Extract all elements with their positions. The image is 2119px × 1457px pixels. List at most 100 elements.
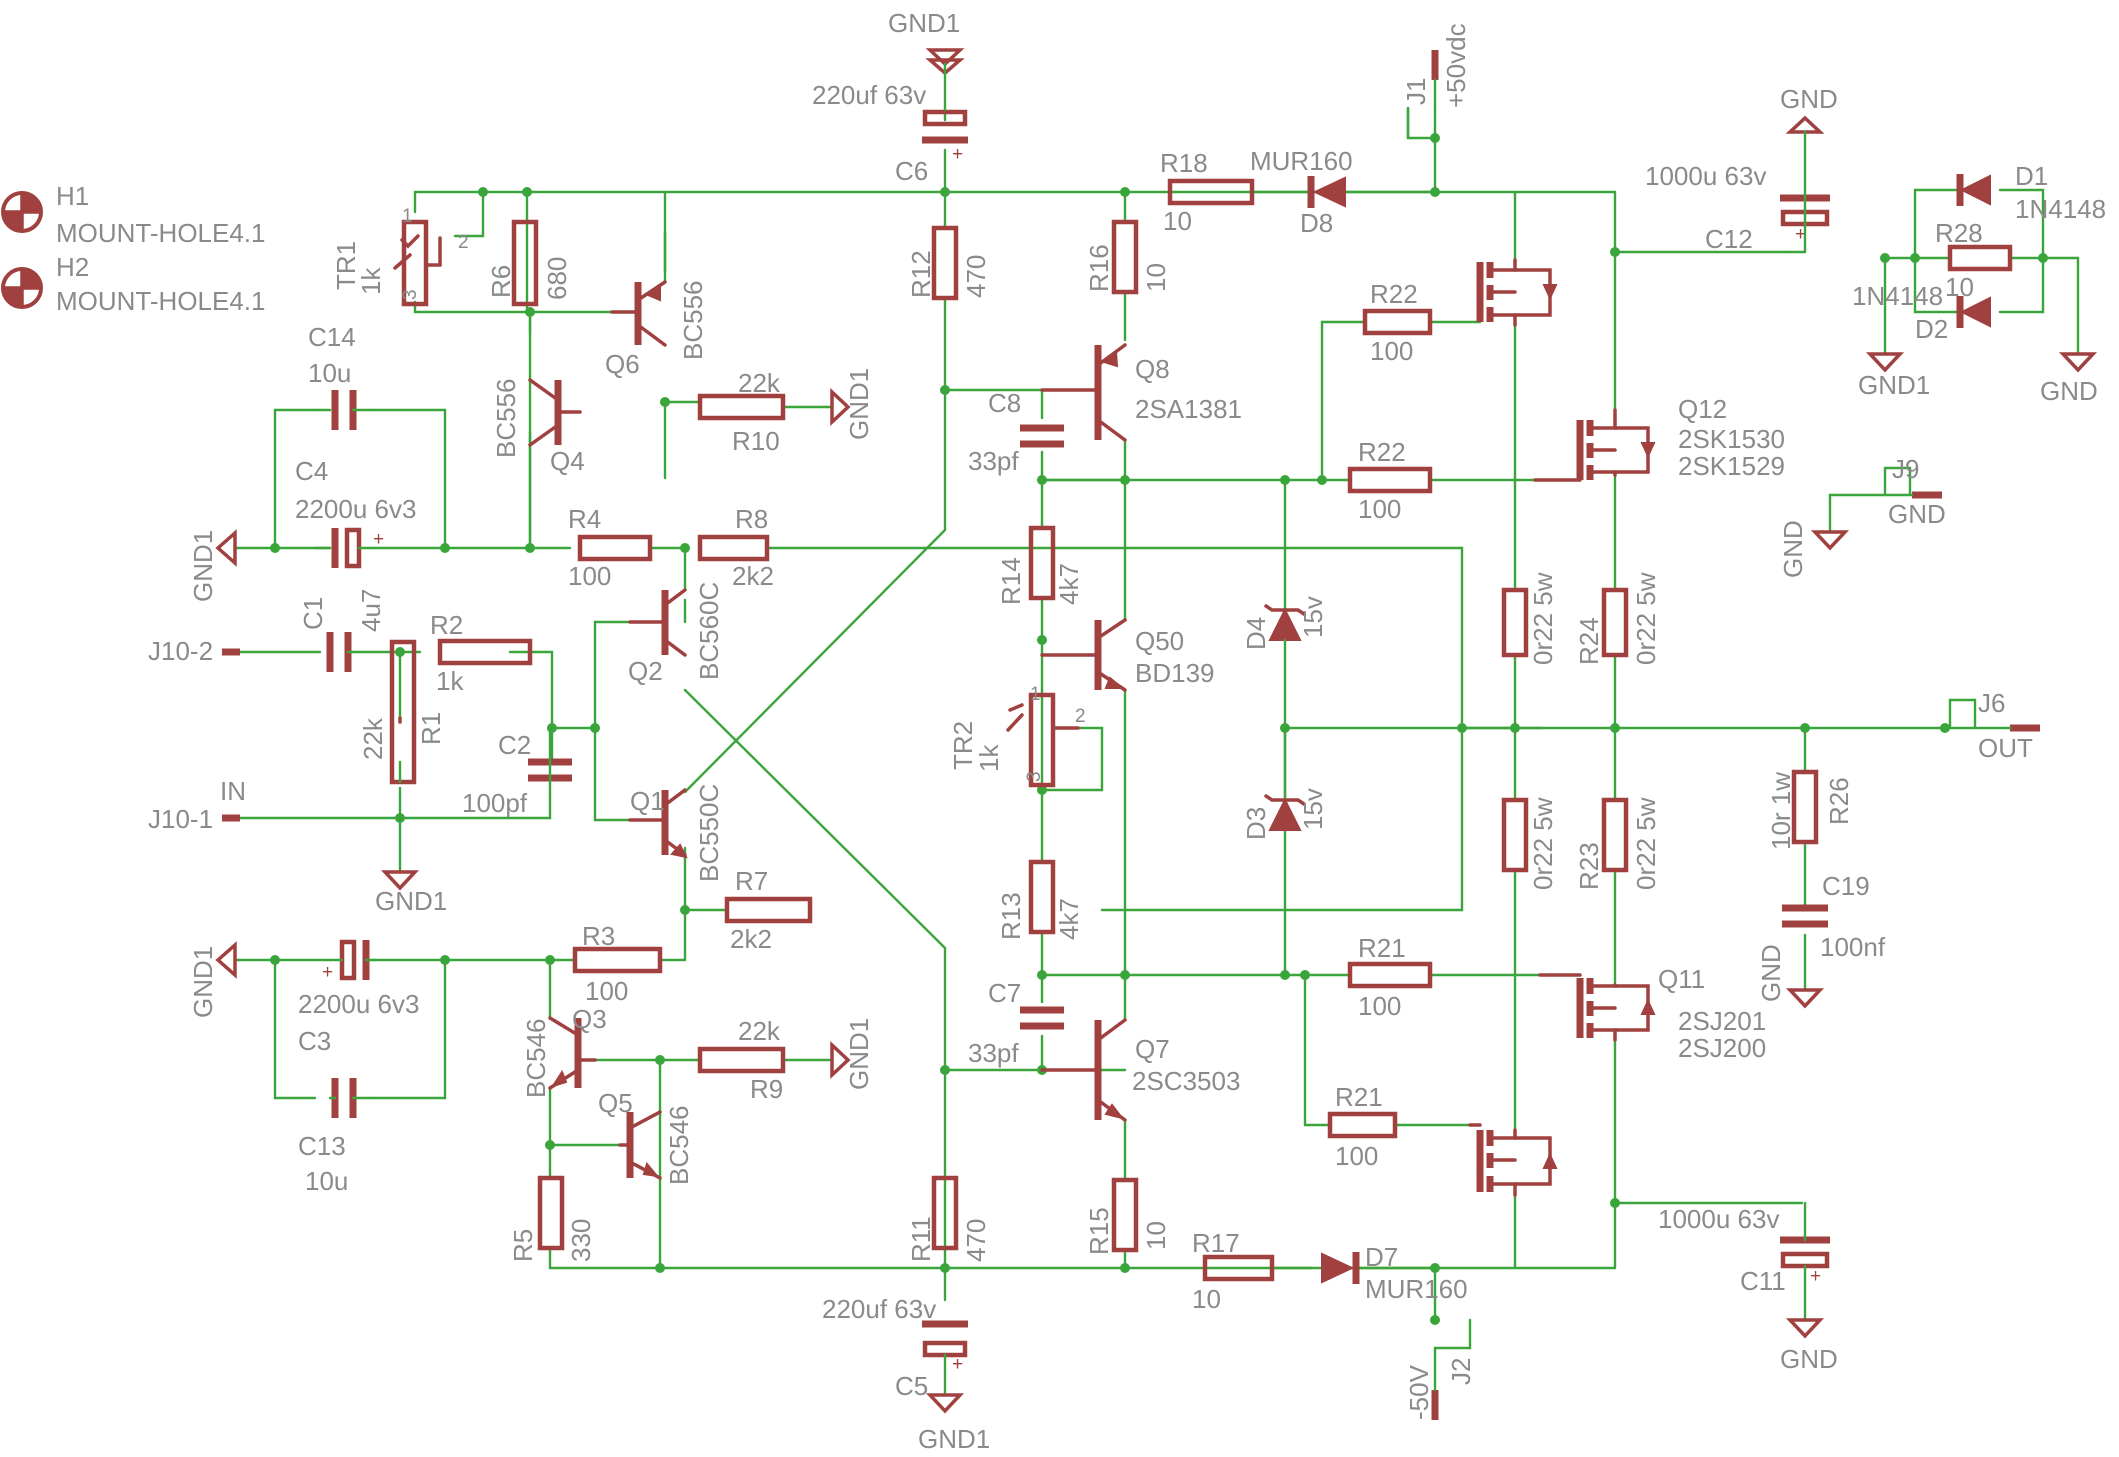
gnd1-label-bottom: GND1 bbox=[918, 1424, 990, 1454]
r15-ref: R15 bbox=[1084, 1207, 1114, 1255]
c2-value: 100pf bbox=[462, 788, 528, 818]
c12-ref: C12 bbox=[1705, 224, 1753, 254]
r8-ref: R8 bbox=[735, 504, 768, 534]
gnd1-label-r1: GND1 bbox=[375, 886, 447, 916]
r-em1-value: 0r22 5w bbox=[1528, 572, 1558, 665]
gnd-label-j9: GND bbox=[1888, 499, 1946, 529]
r28-value: 10 bbox=[1945, 272, 1974, 302]
svg-text:+: + bbox=[1810, 1266, 1821, 1287]
gnd-label-c11: GND bbox=[1780, 1344, 1838, 1374]
gnd1-label-r9: GND1 bbox=[844, 1018, 874, 1090]
r11-value: 470 bbox=[961, 1219, 991, 1262]
r18-ref: R18 bbox=[1160, 148, 1208, 178]
diode-symbols bbox=[1264, 174, 1991, 1284]
j2-ref: J2 bbox=[1446, 1358, 1476, 1385]
c4-value: 2200u 6v3 bbox=[295, 494, 416, 524]
r22b-value: 100 bbox=[1358, 494, 1401, 524]
gnd1-label-c4: GND1 bbox=[188, 530, 218, 602]
c4-ref: C4 bbox=[295, 456, 328, 486]
r21b-value: 100 bbox=[1335, 1141, 1378, 1171]
transistor-symbols bbox=[528, 280, 1127, 1180]
h2-ref: H2 bbox=[56, 252, 89, 282]
junctions bbox=[270, 133, 2048, 1325]
tr1-value: 1k bbox=[356, 267, 386, 295]
q5-value: BC546 bbox=[664, 1106, 694, 1186]
r18-value: 10 bbox=[1163, 206, 1192, 236]
tr2-pin3: 3 bbox=[1024, 771, 1045, 782]
c8-value: 33pf bbox=[968, 446, 1019, 476]
r1-ref: R1 bbox=[416, 712, 446, 745]
c2-ref: C2 bbox=[498, 730, 531, 760]
d4-value: 15v bbox=[1298, 596, 1328, 638]
r2-value: 1k bbox=[436, 666, 464, 696]
c11-ref: C11 bbox=[1740, 1266, 1786, 1296]
trimmer-tr1 bbox=[393, 219, 442, 307]
j10-2-label: J10-2 bbox=[148, 636, 213, 666]
r26-ref: R26 bbox=[1824, 777, 1854, 825]
mount-hole-h1 bbox=[1, 191, 43, 233]
c7-value: 33pf bbox=[968, 1038, 1019, 1068]
tr1-ref: TR1 bbox=[331, 241, 361, 290]
h1-ref: H1 bbox=[56, 181, 89, 211]
d4-ref: D4 bbox=[1241, 617, 1271, 650]
gnd1-label-r10: GND1 bbox=[844, 368, 874, 440]
d7-value: MUR160 bbox=[1365, 1274, 1468, 1304]
q8-value: 2SA1381 bbox=[1135, 394, 1242, 424]
c5-value: 220uf 63v bbox=[822, 1294, 936, 1324]
d2-value: 1N4148 bbox=[1852, 281, 1943, 311]
mosfet-upper-1 bbox=[1476, 258, 1558, 327]
r16-value: 10 bbox=[1141, 263, 1171, 292]
tr2-ref: TR2 bbox=[948, 721, 978, 770]
q12-ref: Q12 bbox=[1678, 394, 1727, 424]
r22a-ref: R22 bbox=[1370, 279, 1418, 309]
r12-ref: R12 bbox=[906, 250, 936, 298]
mosfet-lower-1 bbox=[1468, 1123, 1558, 1197]
d3-value: 15v bbox=[1298, 788, 1328, 830]
c1-value: 4u7 bbox=[356, 589, 386, 632]
c11-value: 1000u 63v bbox=[1658, 1204, 1779, 1234]
q4-ref: Q4 bbox=[550, 446, 585, 476]
q7-value: 2SC3503 bbox=[1132, 1066, 1240, 1096]
in-label: IN bbox=[220, 776, 246, 806]
labels: H1 MOUNT-HOLE4.1 H2 MOUNT-HOLE4.1 GND1 2… bbox=[56, 8, 2106, 1454]
resistor-symbols bbox=[389, 178, 2013, 1282]
r9-value: 22k bbox=[738, 1016, 781, 1046]
r1-value: 22k bbox=[358, 717, 388, 760]
c14-value: 10u bbox=[308, 358, 351, 388]
svg-text:+: + bbox=[952, 1354, 963, 1375]
c13-value: 10u bbox=[305, 1166, 348, 1196]
r12-value: 470 bbox=[961, 255, 991, 298]
gnd1-label-c3: GND1 bbox=[188, 946, 218, 1018]
r23-value: 0r22 5w bbox=[1631, 797, 1661, 890]
c3-value: 2200u 6v3 bbox=[298, 989, 419, 1019]
c14-ref: C14 bbox=[308, 322, 356, 352]
vpos-label: +50vdc bbox=[1441, 23, 1471, 108]
capacitor-symbols: + + + + + + bbox=[313, 109, 1830, 1397]
d1-value: 1N4148 bbox=[2015, 194, 2106, 224]
j9-ref: J9 bbox=[1892, 454, 1919, 484]
q2-ref: Q2 bbox=[628, 656, 663, 686]
j6-ref: J6 bbox=[1978, 688, 2005, 718]
vneg-label: -50V bbox=[1404, 1364, 1434, 1420]
r13-value: 4k7 bbox=[1054, 898, 1084, 940]
q11-value: 2SJ201 bbox=[1678, 1006, 1766, 1036]
c19-ref: C19 bbox=[1822, 871, 1870, 901]
r21a-ref: R21 bbox=[1358, 933, 1406, 963]
svg-text:+: + bbox=[952, 144, 963, 165]
c3-ref: C3 bbox=[298, 1026, 331, 1056]
r14-ref: R14 bbox=[996, 557, 1026, 605]
r-em2-value: 0r22 5w bbox=[1528, 797, 1558, 890]
gnd-label-c19: GND bbox=[1756, 944, 1786, 1002]
svg-text:+: + bbox=[1795, 224, 1806, 245]
c12-value: 1000u 63v bbox=[1645, 161, 1766, 191]
q6-ref: Q6 bbox=[605, 349, 640, 379]
q1-value: BC550C bbox=[694, 784, 724, 882]
d8-value: MUR160 bbox=[1250, 146, 1353, 176]
c7-ref: C7 bbox=[988, 978, 1021, 1008]
connector-symbols bbox=[222, 50, 2040, 1420]
tr2-pin1: 1 bbox=[1030, 684, 1041, 705]
c8-ref: C8 bbox=[988, 388, 1021, 418]
gnd1-label-top: GND1 bbox=[888, 8, 960, 38]
r15-value: 10 bbox=[1141, 1221, 1171, 1250]
